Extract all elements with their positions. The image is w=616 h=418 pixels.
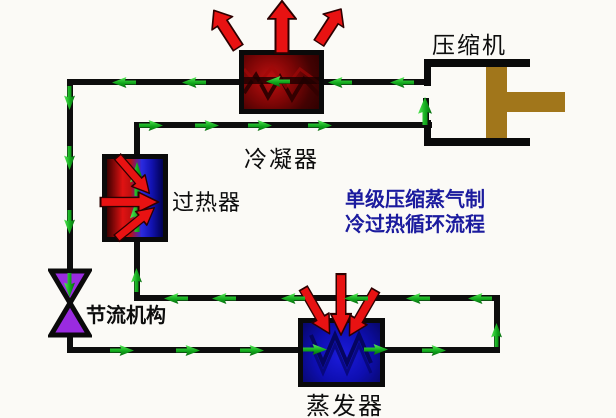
diagram-title-line1: 单级压缩蒸气制 (345, 189, 485, 211)
flow-arrow-right-icon (364, 344, 388, 355)
pipe-throttle-outlet (67, 331, 73, 353)
pipe-suction (134, 122, 432, 128)
flow-arrow-down-icon (64, 86, 75, 110)
flow-arrow-right-icon (110, 345, 134, 356)
compressor-cylinder-bottom (424, 138, 530, 146)
pipe-right-riser (494, 295, 500, 353)
flow-arrow-right-icon (240, 345, 264, 356)
pipe-condenser-outlet (67, 79, 244, 85)
heat-in-arrow-icon (348, 286, 381, 337)
compressor-piston-rod (507, 92, 565, 112)
flow-arrow-down-icon (64, 210, 75, 234)
evaporator-label: 蒸发器 (306, 394, 384, 418)
flow-arrow-up-icon (491, 323, 502, 347)
flow-arrow-right-icon (195, 120, 219, 131)
heat-in-arrow-icon (330, 273, 352, 336)
compressor-label: 压缩机 (432, 33, 507, 58)
pipe-superheater-outlet (134, 125, 140, 160)
compressor-cylinder-top (424, 59, 530, 67)
flow-arrow-down-icon (64, 146, 75, 170)
flow-arrow-right-icon (139, 120, 163, 131)
compressor-piston (486, 67, 507, 138)
flow-arrow-right-icon (248, 120, 272, 131)
evaporator-zigzag-pattern (309, 329, 373, 377)
flow-arrow-right-icon (303, 344, 327, 355)
heat-out-arrow-icon (267, 0, 297, 54)
diagram-title-line2: 冷过热循环流程 (345, 214, 485, 236)
heat-out-arrow-icon (211, 9, 244, 52)
condenser-label: 冷凝器 (244, 147, 319, 172)
heat-out-arrow-icon (313, 7, 345, 48)
superheater-label: 过热器 (172, 190, 242, 215)
pipe-evaporator-return (134, 295, 500, 301)
diagram-title: 单级压缩蒸气制 冷过热循环流程 (330, 188, 500, 238)
compressor-wall-upper (424, 59, 431, 86)
heat-in-arrow-icon (113, 153, 151, 195)
pipe-compressor-discharge (322, 79, 429, 85)
heat-in-arrow-icon (113, 206, 156, 243)
flow-arrow-right-icon (422, 345, 446, 356)
throttle-label: 节流机构 (86, 305, 166, 327)
pipe-bottom (67, 347, 500, 353)
flow-arrow-right-icon (308, 120, 332, 131)
pipe-left-down (67, 79, 73, 275)
heat-in-arrow-icon (298, 284, 331, 335)
flow-arrow-up-icon (131, 268, 142, 292)
condenser-box (239, 50, 324, 114)
flow-arrow-right-icon (176, 345, 200, 356)
compressor-wall-lower (424, 120, 431, 146)
